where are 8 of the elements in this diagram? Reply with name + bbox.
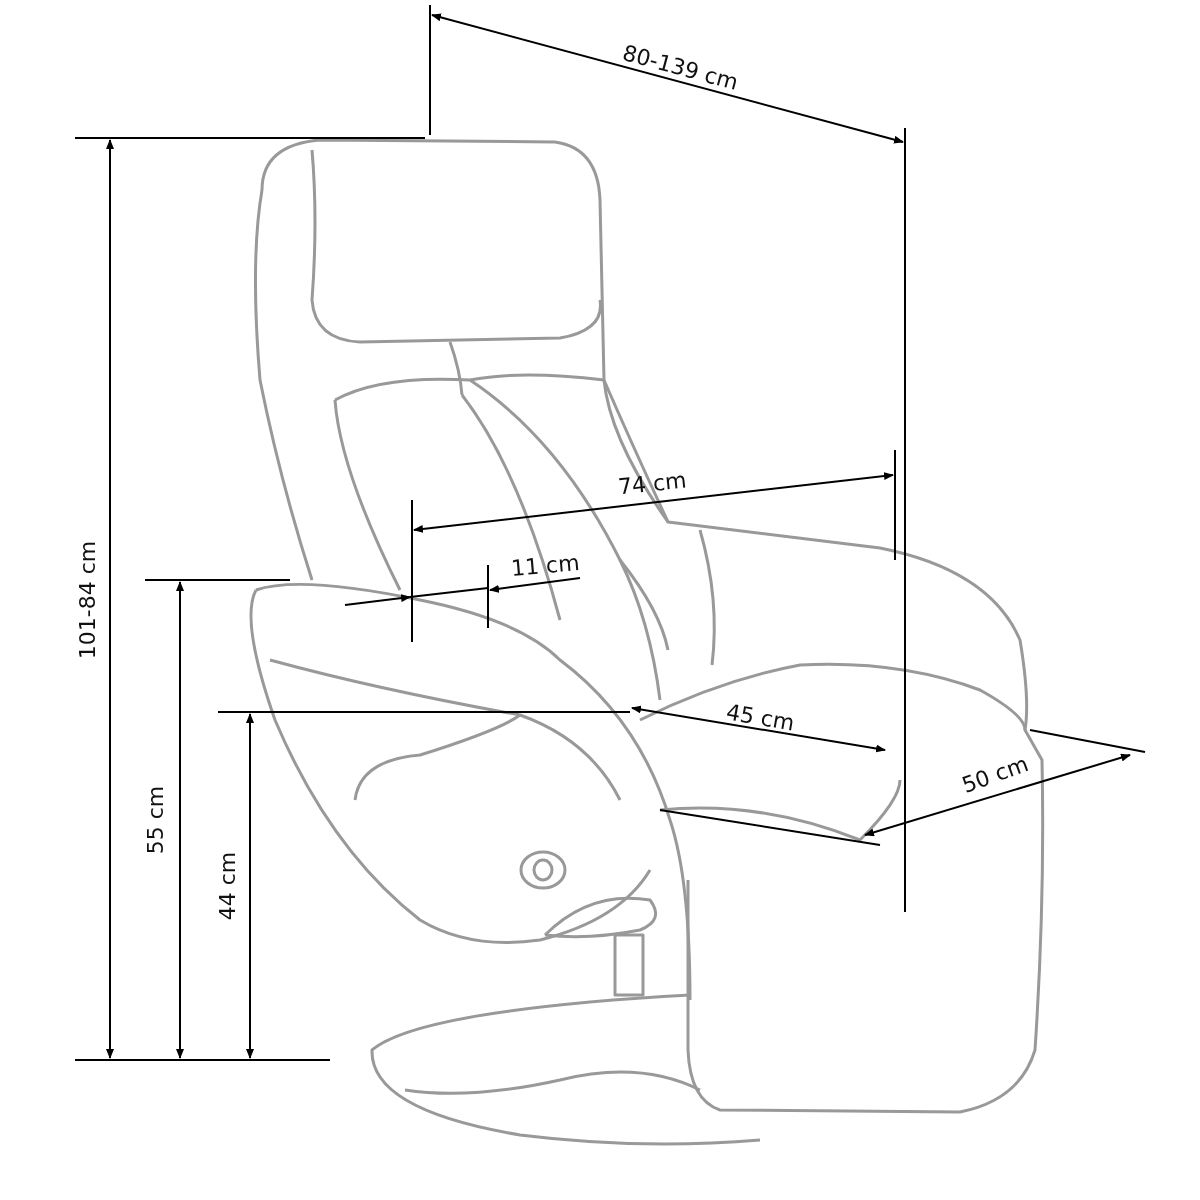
dimension-label: 80-139 cm <box>620 42 741 94</box>
dimension-label: 44 cm <box>216 851 239 921</box>
dimension-label: 50 cm <box>958 752 1031 798</box>
dimension-label: 101-84 cm <box>77 540 100 660</box>
dimension-label: 45 cm <box>724 701 796 735</box>
dimension-label: 55 cm <box>144 785 167 855</box>
dimension-label: 11 cm <box>509 552 580 580</box>
dimension-label: 74 cm <box>616 469 687 499</box>
